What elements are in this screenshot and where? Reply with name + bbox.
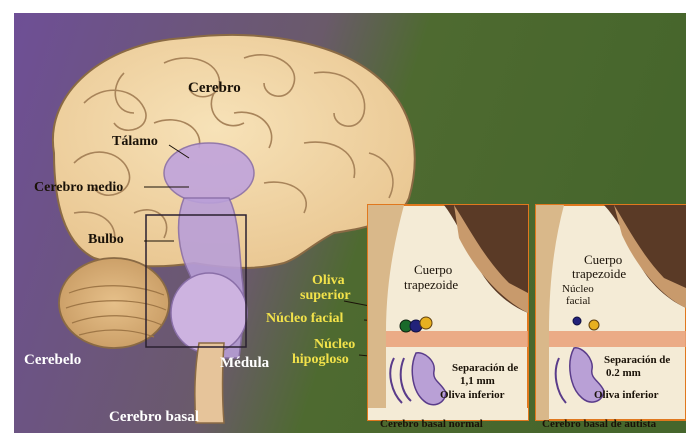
label-medula: Médula <box>220 355 270 371</box>
panel-normal <box>367 204 529 421</box>
label-nucleo-hipogloso-line2: hipogloso <box>292 352 349 367</box>
hypoglossal-nuclei-normal <box>389 357 412 404</box>
spinal-cord <box>194 342 225 424</box>
autista-nucleo-facial-line2: facial <box>566 295 591 307</box>
label-cerebelo: Cerebelo <box>24 352 82 368</box>
label-bulbo: Bulbo <box>88 232 124 247</box>
label-oliva-superior-line1: Oliva <box>312 273 345 288</box>
autista-nucleo-facial-line1: Núcleo <box>562 283 594 295</box>
normal-oliva-inferior: Oliva inferior <box>440 389 505 401</box>
inferior-olive-normal <box>411 352 447 406</box>
label-nucleo-facial: Núcleo facial <box>266 311 344 326</box>
normal-caption: Cerebro basal normal <box>380 418 483 430</box>
trapezoid-body-autista <box>588 319 600 331</box>
cerebellum <box>58 257 170 349</box>
hypoglossal-nuclei-autista <box>554 357 567 404</box>
label-cerebro: Cerebro <box>188 80 241 96</box>
autista-oliva-inferior: Oliva inferior <box>594 389 659 401</box>
label-cerebro-basal: Cerebro basal <box>109 409 199 425</box>
thalamus <box>163 142 255 204</box>
panel-autista <box>535 204 686 421</box>
zoom-box <box>145 214 247 348</box>
pons <box>170 272 248 354</box>
label-talamo: Tálamo <box>112 134 158 149</box>
brain-illustration <box>14 13 686 433</box>
gyri <box>73 54 394 244</box>
trapezoid-body-normal <box>419 316 433 330</box>
label-nucleo-hipogloso-line1: Núcleo <box>314 337 356 352</box>
normal-separacion-line1: Separación de <box>452 362 519 374</box>
label-cerebro-medio: Cerebro medio <box>34 180 124 195</box>
inferior-olive-autista <box>569 347 605 403</box>
normal-separacion-line2: 1,1 mm <box>460 375 495 387</box>
autista-caption: Cerebro basal de autista <box>542 418 657 430</box>
autista-cuerpo-trapezoide-line2: trapezoide <box>572 266 627 281</box>
autista-cuerpo-trapezoide-line1: Cuerpo <box>584 252 623 267</box>
normal-cuerpo-trapezoide-line1: Cuerpo <box>414 262 453 277</box>
facial-nucleus-autista <box>572 316 582 326</box>
label-oliva-superior-line2: superior <box>300 288 351 303</box>
autista-separacion-line2: 0.2 mm <box>606 367 641 379</box>
normal-cuerpo-trapezoide-line2: trapezoide <box>404 277 459 292</box>
autista-separacion-line1: Separación de <box>604 354 671 366</box>
cerebellum-folia <box>65 285 167 338</box>
